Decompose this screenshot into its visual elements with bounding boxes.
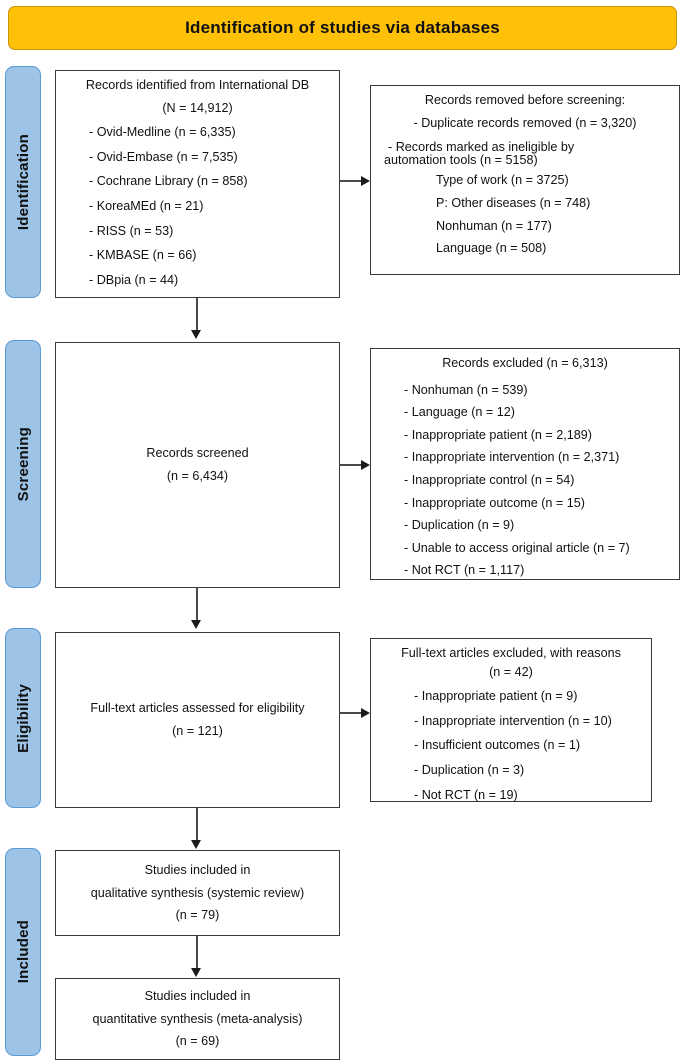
stage-label-screening-text: Screening: [14, 426, 32, 502]
records-excluded-reason: - Nonhuman (n = 539): [404, 382, 528, 397]
records-removed-reason: Nonhuman (n = 177): [436, 218, 552, 233]
arrowhead-identified-to-removed: [361, 175, 370, 186]
fulltext-excluded-reason: - Inappropriate patient (n = 9): [414, 689, 578, 704]
fulltext-excluded-reason: - Duplication (n = 3): [414, 762, 525, 777]
records-excluded-reason: - Inappropriate patient (n = 2,189): [404, 427, 592, 442]
fulltext-excluded-reason: - Insufficient outcomes (n = 1): [414, 738, 581, 753]
records-excluded-reason: - Inappropriate intervention (n = 2,371): [404, 450, 620, 465]
quantitative-line2: quantitative synthesis (meta-analysis): [92, 1011, 303, 1026]
fulltext-excluded-count: (n = 42): [489, 664, 533, 679]
diagram-title: Identification of studies via databases: [185, 18, 500, 37]
box-records-identified: Records identified from International DB…: [55, 70, 340, 298]
box-quantitative-synthesis: Studies included in quantitative synthes…: [55, 978, 340, 1060]
qualitative-count: (n = 79): [175, 908, 220, 923]
stage-label-identification: Identification: [5, 66, 41, 298]
connector-qualitative-to-quantitative: [196, 936, 198, 970]
connector-identified-to-removed: [340, 180, 363, 182]
quantitative-count: (n = 69): [175, 1034, 220, 1049]
records-identified-title: Records identified from International DB: [85, 78, 310, 92]
records-identified-source: - KoreaMEd (n = 21): [89, 198, 204, 213]
box-qualitative-synthesis: Studies included in qualitative synthesi…: [55, 850, 340, 936]
records-excluded-reason: - Unable to access original article (n =…: [404, 540, 630, 555]
records-screened-title: Records screened: [146, 446, 249, 461]
records-removed-automation-line1: - Records marked as ineligible by: [388, 140, 575, 155]
stage-label-screening: Screening: [5, 340, 41, 588]
fulltext-assessed-title: Full-text articles assessed for eligibil…: [90, 701, 305, 716]
stage-label-identification-text: Identification: [14, 133, 32, 231]
fulltext-excluded-reason: - Inappropriate intervention (n = 10): [414, 713, 612, 728]
records-excluded-reason: - Language (n = 12): [404, 405, 515, 420]
records-removed-title: Records removed before screening:: [424, 93, 626, 107]
stage-label-included-text: Included: [14, 920, 32, 984]
records-identified-source: - Ovid-Medline (n = 6,335): [89, 125, 236, 140]
records-excluded-reason: - Inappropriate control (n = 54): [404, 472, 575, 487]
box-records-removed: Records removed before screening: - Dupl…: [370, 85, 680, 275]
arrowhead-screened-to-fulltext: [191, 620, 202, 629]
records-screened-count: (n = 6,434): [166, 469, 229, 483]
records-removed-reason: Type of work (n = 3725): [436, 173, 569, 188]
quantitative-line1: Studies included in: [144, 989, 251, 1004]
box-records-excluded: Records excluded (n = 6,313) - Nonhuman …: [370, 348, 680, 580]
connector-screened-to-excluded: [340, 464, 363, 466]
arrowhead-screened-to-excluded: [361, 459, 370, 470]
stage-label-included: Included: [5, 848, 41, 1056]
connector-screened-to-fulltext: [196, 588, 198, 622]
box-records-screened: Records screened (n = 6,434): [55, 342, 340, 588]
records-identified-source: - DBpia (n = 44): [89, 272, 179, 287]
records-identified-total: (N = 14,912): [162, 100, 233, 115]
records-removed-duplicate: - Duplicate records removed (n = 3,320): [413, 115, 637, 130]
connector-fulltext-to-excluded: [340, 712, 363, 714]
box-fulltext-assessed: Full-text articles assessed for eligibil…: [55, 632, 340, 808]
arrowhead-fulltext-to-excluded: [361, 707, 370, 718]
diagram-header-banner: Identification of studies via databases: [8, 6, 677, 50]
arrowhead-qualitative-to-quantitative: [191, 968, 202, 977]
records-identified-source: - Ovid-Embase (n = 7,535): [89, 149, 238, 164]
records-removed-automation-line2: automation tools (n = 5158): [384, 152, 538, 167]
qualitative-line1: Studies included in: [144, 863, 251, 878]
records-excluded-title: Records excluded (n = 6,313): [442, 356, 608, 370]
records-identified-source: - KMBASE (n = 66): [89, 248, 197, 263]
stage-label-eligibility-text: Eligibility: [14, 683, 32, 753]
stage-label-eligibility: Eligibility: [5, 628, 41, 808]
connector-identified-to-screened: [196, 298, 198, 332]
box-fulltext-excluded: Full-text articles excluded, with reason…: [370, 638, 652, 802]
fulltext-excluded-reason: - Not RCT (n = 19): [414, 787, 518, 802]
fulltext-excluded-title: Full-text articles excluded, with reason…: [401, 646, 621, 660]
arrowhead-identified-to-screened: [191, 330, 202, 339]
records-removed-reason: Language (n = 508): [436, 241, 547, 256]
records-identified-source: - RISS (n = 53): [89, 223, 174, 238]
qualitative-line2: qualitative synthesis (systemic review): [90, 885, 305, 900]
records-excluded-reason: - Not RCT (n = 1,117): [404, 563, 525, 578]
arrowhead-fulltext-to-qualitative: [191, 840, 202, 849]
connector-fulltext-to-qualitative: [196, 808, 198, 842]
records-excluded-reason: - Duplication (n = 9): [404, 518, 515, 533]
records-excluded-reason: - Inappropriate outcome (n = 15): [404, 495, 585, 510]
records-identified-source: - Cochrane Library (n = 858): [89, 174, 248, 189]
fulltext-assessed-count: (n = 121): [172, 724, 223, 738]
records-removed-reason: P: Other diseases (n = 748): [436, 195, 591, 210]
